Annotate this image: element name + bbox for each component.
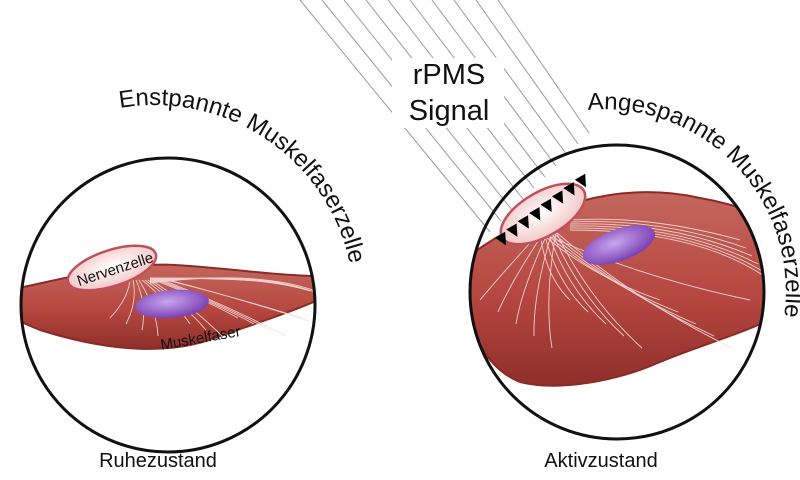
arrowhead — [540, 198, 552, 213]
nerve-fiber — [547, 231, 697, 325]
signal-arrowheads — [494, 173, 586, 246]
nerve-fiber — [569, 218, 741, 241]
signal-label-line1: rPMS — [413, 59, 486, 91]
left-panel: Enstpannte Muskelfaserzelle Nervenzelle … — [19, 84, 370, 472]
nerve-fiber — [533, 231, 553, 337]
arrowhead — [574, 173, 586, 188]
nerve-fiber — [125, 279, 135, 325]
nerve-fiber — [159, 279, 271, 331]
signal-line — [497, 0, 590, 134]
left-nucleus — [135, 289, 209, 319]
right-nerve-fibers — [479, 218, 764, 349]
left-circle-frame — [19, 156, 317, 454]
nerve-fiber — [539, 231, 661, 301]
right-state-label: Aktivzustand — [544, 450, 657, 472]
signal-line — [475, 0, 579, 145]
signal-label-line2: Signal — [409, 95, 490, 127]
signal-line — [453, 0, 568, 156]
nerve-fiber — [156, 279, 255, 325]
nerve-fiber — [543, 231, 589, 313]
nerve-fiber — [569, 225, 759, 265]
nerve-fiber — [569, 223, 753, 257]
right-circle-frame — [468, 143, 766, 441]
arrowhead — [563, 182, 575, 196]
tensed-muscle-fiber — [470, 191, 764, 387]
arrowhead — [506, 223, 518, 237]
nerve-fiber — [569, 221, 747, 249]
right-nucleus — [582, 225, 656, 265]
arrowhead — [494, 231, 506, 246]
left-nerve-fibers — [109, 277, 315, 337]
left-arc-label: Enstpannte Muskelfaserzelle — [117, 84, 370, 266]
nerve-fiber — [569, 227, 764, 273]
nerve-fiber — [149, 277, 311, 292]
nerve-fiber — [539, 231, 751, 301]
nerve-fiber — [109, 279, 131, 319]
nerve-fiber — [551, 231, 715, 337]
nerve-fiber — [551, 231, 625, 337]
nerve-fiber — [555, 231, 733, 349]
nerve-fiber — [515, 231, 549, 325]
nerve-fiber — [569, 229, 764, 281]
arrowhead — [529, 206, 541, 221]
left-state-label: Ruhezustand — [99, 450, 217, 472]
nerve-fiber — [162, 279, 287, 337]
nerve-cell — [66, 244, 158, 292]
nerve-fiber — [547, 231, 607, 325]
right-panel: Angespannte Muskelfaserzelle Aktivzustan… — [468, 88, 800, 472]
nerve-fiber — [168, 279, 315, 325]
signal-label-backdrop — [392, 58, 504, 128]
nerve-fiber — [543, 231, 679, 313]
nerve-fiber — [149, 277, 315, 295]
nerve-fiber — [555, 231, 643, 349]
arrowhead — [551, 190, 564, 204]
arrowhead — [517, 215, 529, 229]
